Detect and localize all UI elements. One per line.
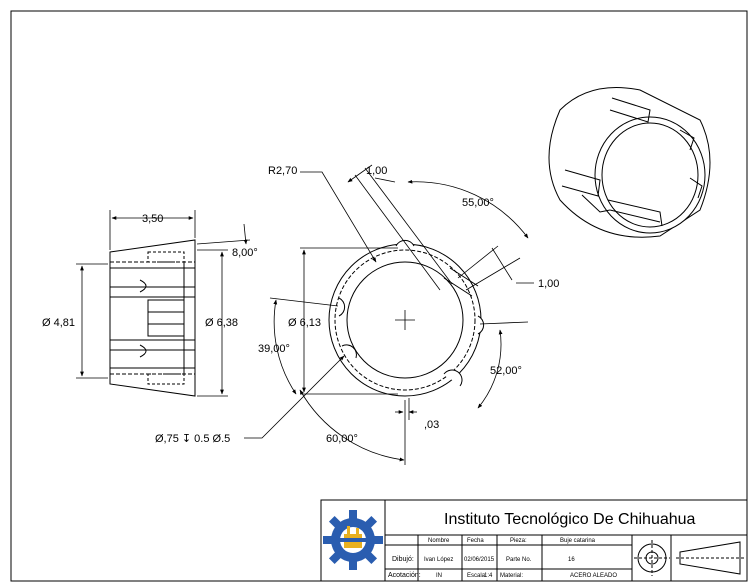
front-bore-circle: [346, 261, 464, 379]
header-fecha: Fecha: [467, 538, 484, 544]
material-label: Material:: [500, 573, 523, 579]
isometric-view: [548, 87, 711, 238]
dibujo-label: Dibujó:: [392, 556, 414, 563]
front-angle-right-dim: 52,00°: [490, 365, 522, 377]
gear-factory-logo-icon: [323, 510, 383, 570]
header-nombre: Nombre: [428, 538, 450, 544]
front-angle-left-dim: 39,00°: [258, 343, 290, 355]
piece-name: Buje catarina: [560, 538, 596, 544]
front-radius-dim: R2,70: [268, 165, 297, 177]
side-length-dim: 3,50: [142, 213, 163, 225]
acotacion-value: IN: [436, 573, 442, 579]
title-block: [320, 499, 748, 582]
part-no-label: Parte No.: [506, 557, 532, 563]
first-angle-projection-icon: [634, 540, 745, 576]
institution-title: Instituto Tecnológico De Chihuahua: [444, 511, 696, 528]
material-value: ACERO ALEADO: [570, 573, 617, 579]
acotacion-label: Acotación:: [388, 572, 421, 579]
part-no-value: 16: [568, 557, 575, 563]
front-offset-dim: ,03: [424, 419, 439, 431]
front-slot-width-dim: 1,00: [538, 278, 559, 290]
front-angle-bottom-dim: 60,00°: [326, 433, 358, 445]
front-bore-diameter-dim: Ø 6,13: [288, 317, 321, 329]
dibujo-date: 02/06/2015: [464, 557, 495, 563]
side-view-outline: [109, 239, 196, 397]
side-small-diameter-dim: Ø 4,81: [42, 317, 75, 329]
front-angle-top-dim: 55,00°: [462, 197, 494, 209]
escala-value: 1:4: [484, 573, 493, 579]
side-large-diameter-dim: Ø 6,38: [205, 317, 238, 329]
front-slot-depth-dim: 1,00: [366, 165, 387, 177]
side-taper-angle-dim: 8,00°: [232, 247, 258, 259]
side-view: [109, 239, 196, 397]
escala-label: Escala:: [467, 573, 487, 579]
front-hole-note: Ø,75 ↧ 0.5 Ø.5: [155, 433, 230, 445]
front-view: [328, 239, 485, 397]
header-pieza: Pieza:: [510, 538, 527, 544]
dibujo-name: Ivan López: [424, 557, 453, 563]
